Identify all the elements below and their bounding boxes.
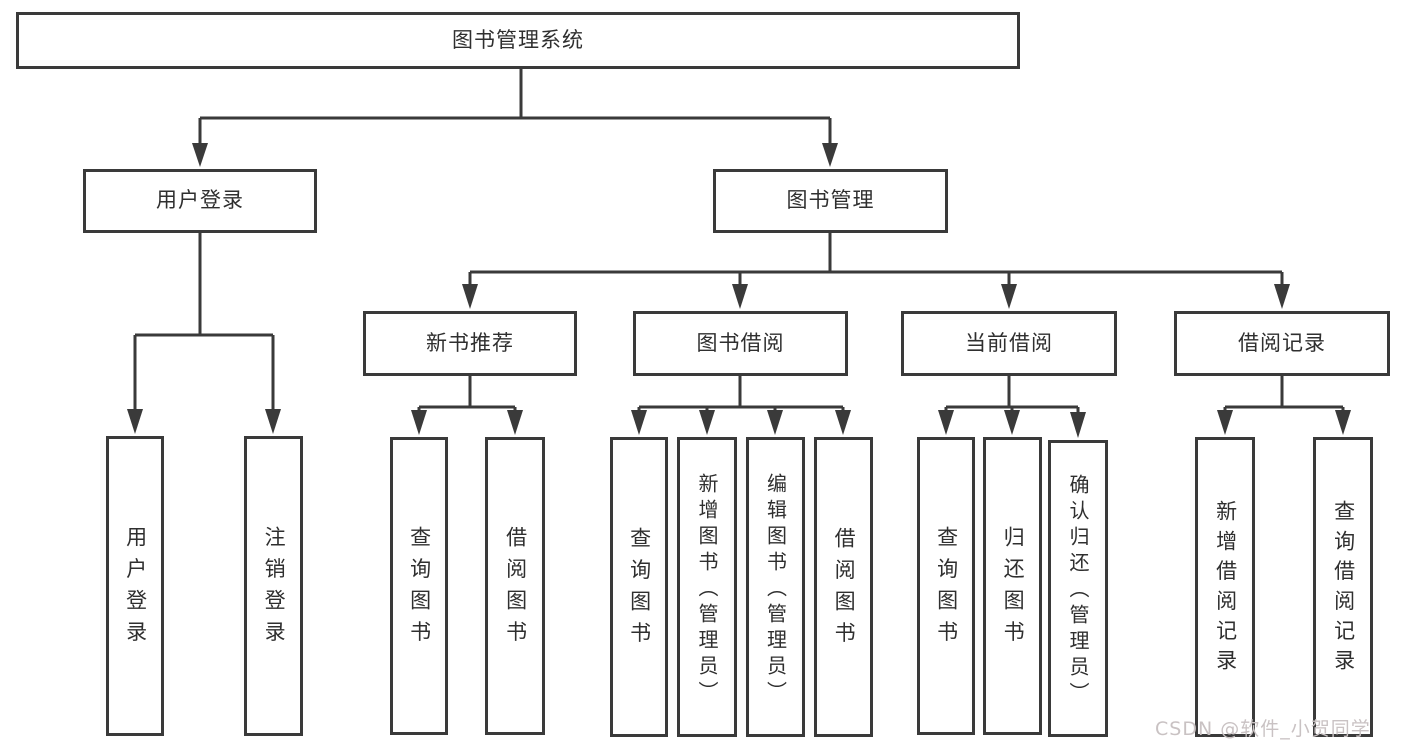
connector-borrow-record-to-leaves: [1217, 376, 1351, 435]
connector-current-borrow-to-leaves: [938, 376, 1086, 438]
leaf-return-book: 归还图书: [983, 437, 1042, 735]
leaf-query-borrow-record: 查询借阅记录: [1313, 437, 1373, 737]
leaf-user-login: 用户登录: [106, 436, 164, 736]
node-new-book-recommendation: 新书推荐: [363, 311, 577, 376]
connector-book-borrow-to-leaves: [631, 376, 851, 435]
leaf-query-book-current: 查询图书: [917, 437, 975, 735]
node-book-borrowing: 图书借阅: [633, 311, 848, 376]
connector-root-to-level2: [192, 69, 838, 167]
csdn-watermark: CSDN @软件_小贺同学: [1155, 718, 1371, 740]
leaf-query-book-borrowing: 查询图书: [610, 437, 668, 737]
connector-book-mgmt-to-level3: [462, 233, 1290, 309]
leaf-confirm-return-admin: 确认归还（管理员）: [1048, 440, 1108, 737]
node-user-login: 用户登录: [83, 169, 317, 233]
leaf-query-book-recommend: 查询图书: [390, 437, 448, 735]
leaf-logout: 注销登录: [244, 436, 303, 736]
node-root-system: 图书管理系统: [16, 12, 1020, 69]
node-current-borrowing: 当前借阅: [901, 311, 1117, 376]
node-borrowing-records: 借阅记录: [1174, 311, 1390, 376]
leaf-borrow-book-recommend: 借阅图书: [485, 437, 545, 735]
connector-user-login-to-leaves: [127, 233, 281, 434]
connector-new-book-rec-to-leaves: [411, 376, 523, 435]
leaf-borrow-book-borrowing: 借阅图书: [814, 437, 873, 737]
leaf-add-borrow-record: 新增借阅记录: [1195, 437, 1255, 737]
leaf-edit-book-admin: 编辑图书（管理员）: [746, 437, 805, 737]
leaf-add-book-admin: 新增图书（管理员）: [677, 437, 737, 737]
node-book-management: 图书管理: [713, 169, 948, 233]
